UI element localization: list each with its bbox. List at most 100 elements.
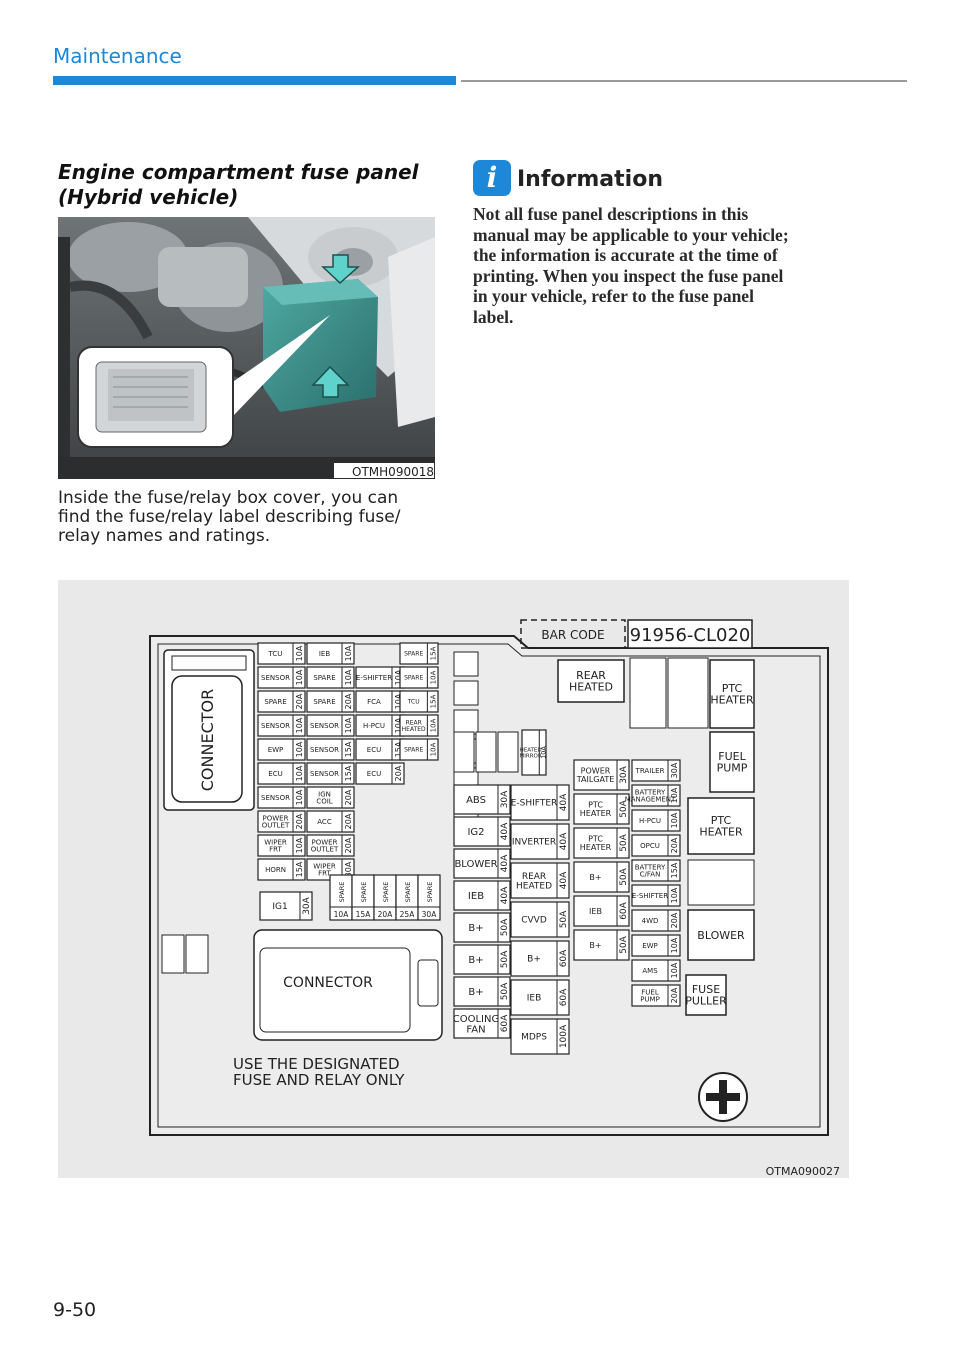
- fuse-name: FAN: [466, 1024, 485, 1035]
- part-number-box: [627, 619, 753, 649]
- fuse-amp: 40A: [559, 832, 569, 850]
- fuse-amp: 10A: [430, 670, 438, 684]
- fuse-name: FUEL: [641, 988, 659, 996]
- section-title: Engine compartment fuse panel (Hybrid ve…: [58, 160, 438, 210]
- fuse-name: SPARE: [338, 882, 346, 903]
- relay-label: HEATER: [710, 694, 754, 707]
- info-line: manual may be applicable to your vehicle…: [473, 224, 789, 245]
- fuse-name: C/FAN: [640, 871, 661, 879]
- fuse-amp: 10A: [540, 746, 548, 759]
- fuse-amp: 10A: [430, 718, 438, 732]
- fuse-name: COIL: [316, 798, 332, 806]
- fuse-amp: 60A: [500, 1014, 510, 1032]
- note-line1: USE THE DESIGNATED: [233, 1055, 400, 1073]
- fuse-name: ECU: [268, 770, 282, 778]
- fuse-name: CVVD: [521, 916, 547, 926]
- fuse-amp: 15A: [356, 910, 372, 919]
- photo-caption: Inside the fuse/relay box cover, you can…: [58, 489, 438, 546]
- fuse-amp: 40A: [500, 886, 510, 904]
- relay-label: FUSE: [692, 983, 720, 996]
- header-accent-bar: [53, 76, 456, 85]
- fuse-name: ECU: [367, 746, 381, 754]
- plain-slot: [475, 731, 497, 773]
- fuse-name: ABS: [466, 795, 486, 806]
- fuse-amp: 10A: [394, 693, 403, 709]
- info-line: label.: [473, 306, 514, 327]
- plain-slot: [453, 680, 479, 706]
- fuse-name: IEB: [589, 907, 602, 916]
- fuse-amp: 10A: [670, 937, 679, 953]
- fuse-amp: 50A: [619, 833, 629, 851]
- engine-bay-illustration: [58, 217, 435, 479]
- fuse-name: FRT: [269, 846, 282, 854]
- relay-label: BLOWER: [697, 929, 745, 942]
- fuse-name: TCU: [407, 699, 420, 706]
- fuse-name: BLOWER: [454, 859, 497, 870]
- fuse-amp: 15A: [344, 765, 353, 781]
- fuse-name: E-SHIFTER: [511, 799, 558, 809]
- fuse-amp: 30A: [344, 861, 353, 877]
- fuse-name: IEB: [527, 994, 542, 1004]
- info-line: printing. When you inspect the fuse pane…: [473, 265, 784, 286]
- plain-slot: [453, 731, 475, 773]
- fuse-name: REAR: [406, 719, 422, 726]
- fuse-amp: 20A: [344, 813, 353, 829]
- fuse-amp: 20A: [344, 837, 353, 853]
- section-title-line1: Engine compartment fuse panel: [58, 160, 419, 184]
- fuse-name: POWER: [263, 814, 289, 822]
- fuse-amp: 10A: [334, 910, 350, 919]
- fuse-amp: 60A: [619, 901, 629, 919]
- fuse-amp: 10A: [670, 962, 679, 978]
- fuse-amp: 25A: [400, 910, 416, 919]
- fuse-name: SPARE: [404, 651, 423, 658]
- fuse-name: IEB: [468, 891, 484, 902]
- fuse-name: ECU: [367, 770, 381, 778]
- fuse-amp: 10A: [295, 717, 304, 733]
- fuse-amp: 10A: [295, 837, 304, 853]
- info-line: the information is accurate at the time …: [473, 245, 778, 265]
- fuse-name: B+: [468, 987, 483, 998]
- fuse-amp: 10A: [344, 669, 353, 685]
- fuse-name: B+: [468, 923, 483, 934]
- fuse-amp: 50A: [559, 910, 569, 928]
- relay-slot: [687, 859, 755, 906]
- fuse-name: COOLING: [453, 1014, 499, 1025]
- fuse-name: MANAGEMENT: [625, 796, 676, 804]
- info-icon: i: [473, 160, 511, 196]
- section-header: Maintenance: [53, 44, 182, 68]
- fuse-cell-mid-right: B+60A: [510, 940, 570, 977]
- fuse-name: INVERTER: [512, 838, 556, 848]
- caption-line1: Inside the fuse/relay box cover, you can: [58, 488, 399, 508]
- fuse-name: POWER: [312, 838, 338, 846]
- lower-connector-label: CONNECTOR: [283, 975, 373, 991]
- photo-code: OTMH090018: [352, 465, 434, 479]
- relay-label: FUEL: [718, 750, 746, 763]
- fuse-amp: 40A: [559, 871, 569, 889]
